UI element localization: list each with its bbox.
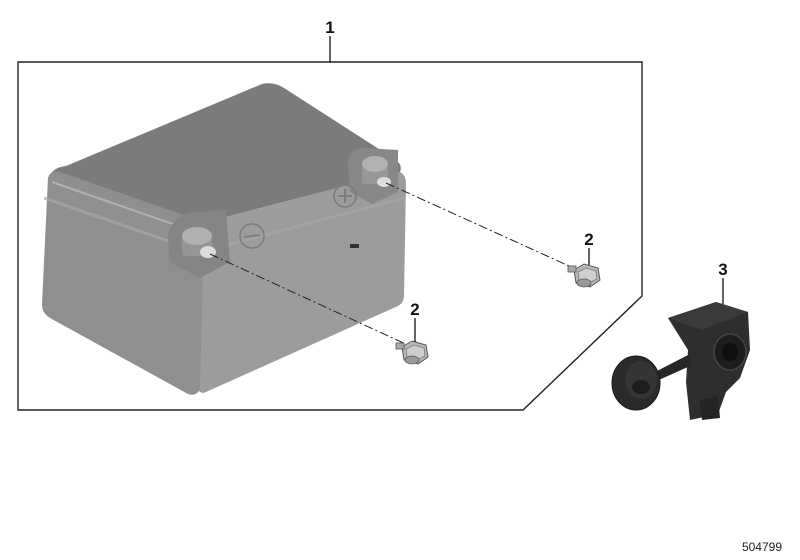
callout-2a-label: 2 <box>584 230 593 249</box>
callout-2b-label: 2 <box>410 300 419 319</box>
callout-1-label: 1 <box>325 18 334 37</box>
bolt-right <box>567 263 601 288</box>
right-terminal <box>362 156 391 187</box>
assembly-line-left <box>209 253 411 347</box>
bolt-left <box>395 340 429 365</box>
group-frame <box>17 61 643 411</box>
minus-symbol-icon <box>239 223 265 249</box>
battery-top-face <box>50 83 401 222</box>
left-terminal <box>182 227 216 258</box>
plus-symbol-icon <box>333 184 357 208</box>
assembly-line-right <box>385 182 579 271</box>
battery-right-face <box>198 172 406 393</box>
battery <box>42 83 406 395</box>
battery-vent <box>350 244 359 248</box>
callout-3-label: 3 <box>718 260 727 279</box>
terminal-cover <box>611 302 750 420</box>
battery-edge-highlight <box>51 181 197 233</box>
battery-front-face <box>42 171 204 395</box>
figure-id: 504799 <box>742 540 782 554</box>
